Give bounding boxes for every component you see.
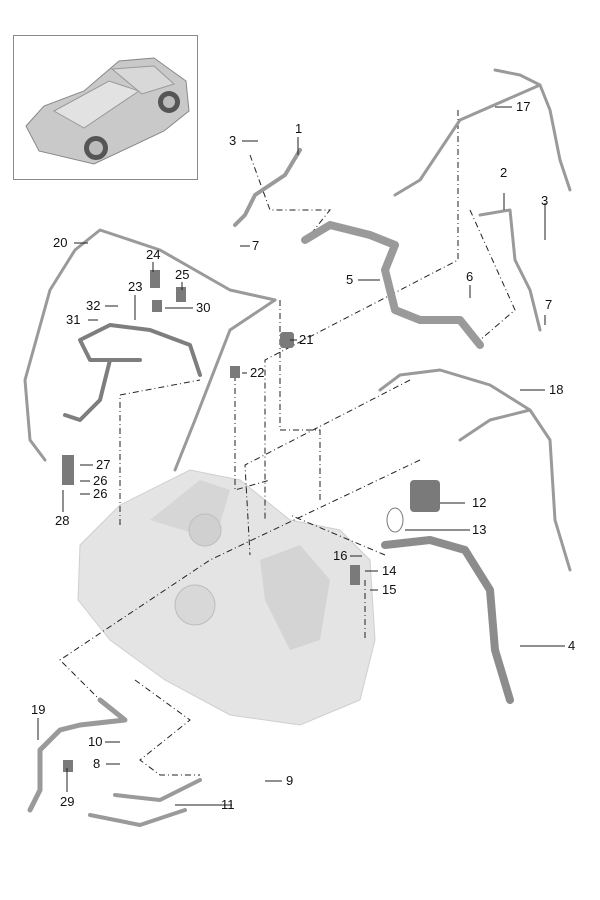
hose-23 xyxy=(63,323,202,422)
hose-17 xyxy=(393,68,572,197)
callout-14: 14 xyxy=(382,563,397,578)
callout-29: 29 xyxy=(60,794,75,809)
callout-7a: 7 xyxy=(252,238,260,253)
callout-15: 15 xyxy=(382,582,397,597)
callout-30: 30 xyxy=(196,300,211,315)
callout-6: 6 xyxy=(466,269,474,284)
callout-4: 4 xyxy=(568,638,576,653)
car-icon xyxy=(25,57,190,165)
callout-16: 16 xyxy=(333,548,348,563)
hose-19 xyxy=(27,697,128,813)
callout-26a: 26 xyxy=(93,473,108,488)
part-22 xyxy=(230,366,240,378)
callout-22: 22 xyxy=(250,365,265,380)
valve-21 xyxy=(280,332,294,348)
hose-11 xyxy=(88,778,202,827)
callout-25: 25 xyxy=(175,267,190,282)
callout-leaders xyxy=(37,106,565,806)
hose-4 xyxy=(381,536,514,704)
callout-24: 24 xyxy=(146,247,161,262)
part-24 xyxy=(150,270,160,288)
callout-2: 2 xyxy=(500,165,508,180)
callout-1: 1 xyxy=(295,121,303,136)
hose-2 xyxy=(478,208,542,332)
callout-28: 28 xyxy=(55,513,70,528)
callout-8: 8 xyxy=(93,756,101,771)
callout-20: 20 xyxy=(53,235,68,250)
small-parts xyxy=(62,270,440,772)
part-25 xyxy=(176,287,186,302)
pump-12 xyxy=(410,480,440,512)
part-28 xyxy=(62,455,74,485)
hose-18 xyxy=(378,368,572,572)
callout-23: 23 xyxy=(128,279,143,294)
hose-1 xyxy=(233,148,302,227)
vehicle-overview-inset xyxy=(13,35,198,180)
hoses xyxy=(23,68,572,827)
callout-9: 9 xyxy=(286,773,294,788)
callout-13: 13 xyxy=(472,522,487,537)
hose-20 xyxy=(23,228,277,462)
callout-3b: 3 xyxy=(541,193,549,208)
callout-31: 31 xyxy=(66,312,81,327)
part-29 xyxy=(63,760,73,772)
part-30 xyxy=(152,300,162,312)
callout-10: 10 xyxy=(88,734,103,749)
callout-32: 32 xyxy=(86,298,101,313)
callout-5: 5 xyxy=(346,272,354,287)
callout-19: 19 xyxy=(31,702,46,717)
part-14 xyxy=(350,565,360,585)
callout-3a: 3 xyxy=(229,133,237,148)
hose-21-line xyxy=(173,298,277,472)
callout-26b: 26 xyxy=(93,486,108,501)
callout-7b: 7 xyxy=(545,297,553,312)
assembly-lines xyxy=(59,110,516,776)
callout-21: 21 xyxy=(299,332,314,347)
callout-18: 18 xyxy=(549,382,564,397)
callout-27: 27 xyxy=(96,457,111,472)
hose-5 xyxy=(301,221,484,349)
engine-block xyxy=(77,469,376,726)
callout-12: 12 xyxy=(472,495,487,510)
gasket-13 xyxy=(386,507,404,533)
callout-17: 17 xyxy=(516,99,531,114)
callout-11: 11 xyxy=(221,797,235,812)
